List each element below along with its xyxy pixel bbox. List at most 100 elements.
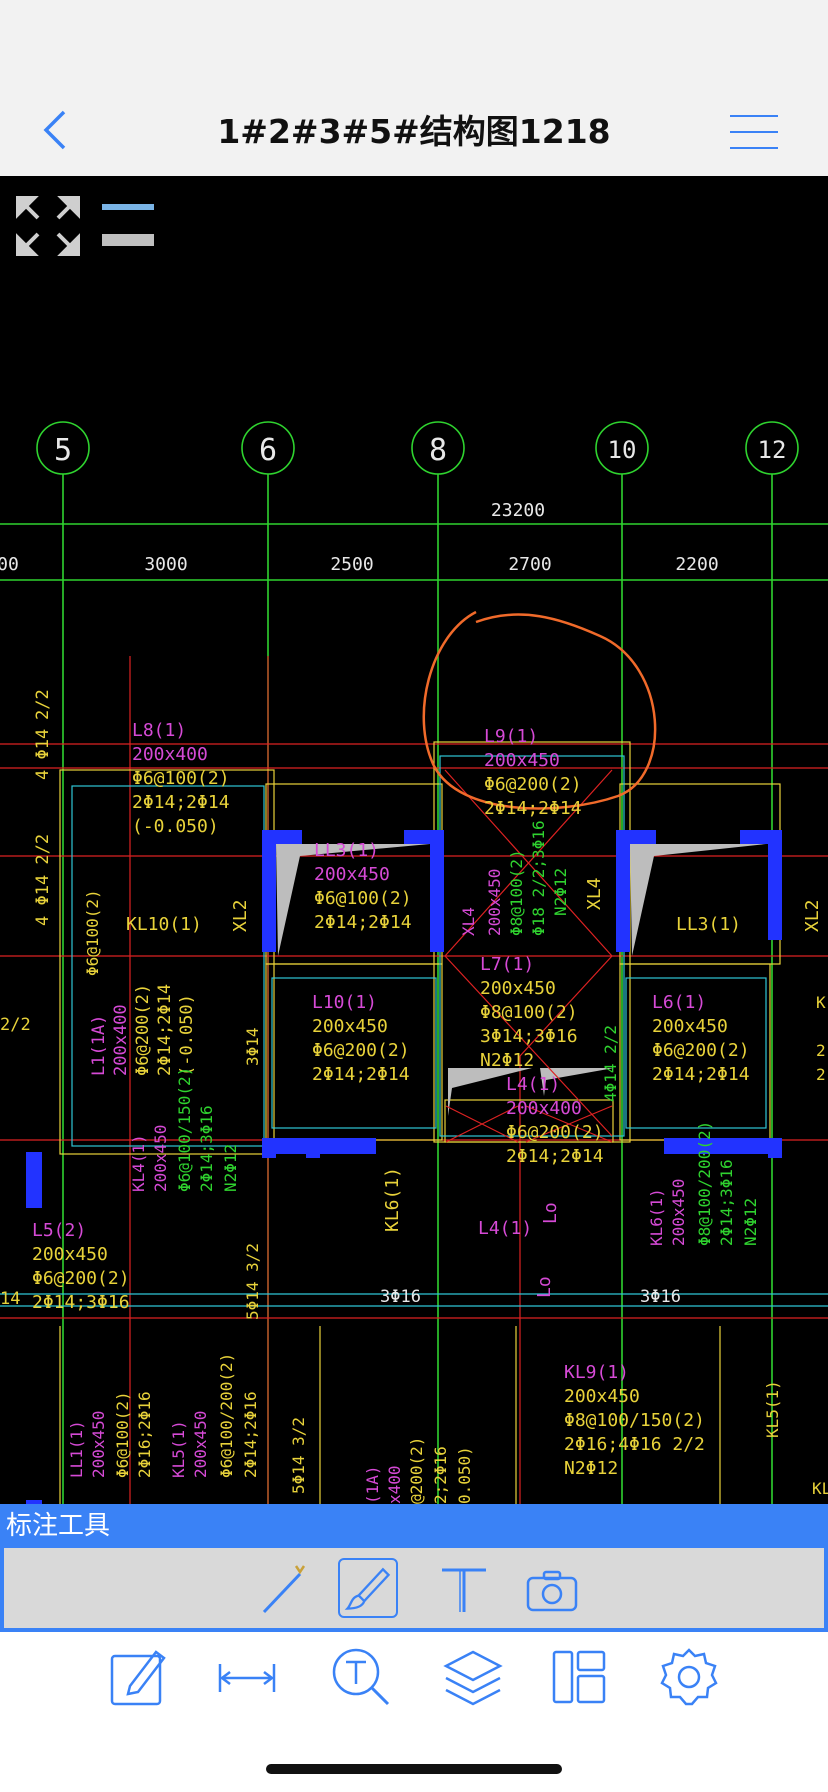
rebar: 2Φ14;3Φ16 <box>717 1159 736 1246</box>
rebar-n: N2Φ12 <box>564 1458 618 1479</box>
measure-icon[interactable] <box>216 1646 278 1708</box>
chevron-left-icon[interactable] <box>40 108 76 152</box>
edit-icon[interactable] <box>108 1646 170 1708</box>
axis-label: 10 <box>608 436 637 464</box>
beam-label: KL9(1) <box>564 1362 629 1383</box>
rebar: 2Φ14;2Φ14 <box>155 984 175 1076</box>
stirrup: Φ6@100(2) <box>132 768 230 789</box>
beam-size: 200x450 <box>669 1179 688 1246</box>
rebar: Φ18 2/2;3Φ16 <box>529 820 548 936</box>
stirrup: Φ6@100/150(2) <box>175 1067 194 1192</box>
beam-label: L4(1) <box>478 1218 532 1239</box>
beam-label: L5(2) <box>32 1220 86 1241</box>
hamburger-menu-icon[interactable] <box>728 112 780 152</box>
rebar: 2Φ14;2Φ14 <box>484 798 582 819</box>
rebar: 3Φ14;3Φ16 <box>480 1026 578 1047</box>
rebar-label: 2/2 <box>0 1015 31 1035</box>
stirrup: Φ6@200(2) <box>312 1040 410 1061</box>
beam-label: KL5(1) <box>763 1380 782 1438</box>
dimension: 3000 <box>144 554 187 575</box>
rebar-n: N2Φ12 <box>480 1050 534 1071</box>
dimension-total: 23200 <box>491 500 545 521</box>
beam-size: 200x450 <box>314 864 390 885</box>
settings-icon[interactable] <box>658 1646 720 1708</box>
elevation: (-0.050) <box>132 816 219 837</box>
beam-label: XL4 <box>584 877 605 910</box>
rebar: 2;2Φ16 <box>431 1446 450 1504</box>
layers-icon[interactable] <box>442 1646 504 1708</box>
beam-label: L6(1) <box>652 992 706 1013</box>
dimension: 2500 <box>330 554 373 575</box>
text-search-icon[interactable] <box>330 1646 392 1708</box>
beam-size: 200x400 <box>506 1098 582 1119</box>
home-indicator[interactable] <box>266 1764 562 1774</box>
rebar-label: 3Φ14 <box>243 1027 262 1066</box>
annotation-tools-title: 标注工具 <box>0 1504 828 1548</box>
stirrup: Φ6@200(2) <box>133 984 153 1076</box>
beam-size: 200x450 <box>652 1016 728 1037</box>
axis-label: 6 <box>259 433 277 468</box>
beam-size: 200x450 <box>485 869 504 936</box>
rebar-label: 3Φ16 <box>380 1287 421 1307</box>
rebar-label: K <box>816 993 826 1012</box>
stirrup: Φ6@100(2) <box>113 1391 132 1478</box>
rebar-label: 14 <box>0 1289 20 1309</box>
axis-label: 5 <box>54 433 72 468</box>
beam-size: 200x450 <box>480 978 556 999</box>
axis-label: 12 <box>758 436 787 464</box>
beam-label: KL10(1) <box>126 914 202 935</box>
rebar-n: N2Φ12 <box>551 868 570 916</box>
beam-size: 200x450 <box>32 1244 108 1265</box>
beam-label: L10(1) <box>312 992 377 1013</box>
fullscreen-icon[interactable] <box>16 196 80 256</box>
beam-label: Lo <box>534 1276 555 1298</box>
layout-icon[interactable] <box>548 1646 610 1708</box>
text-tool-icon[interactable] <box>434 1560 494 1620</box>
beam-label: LL3(1) <box>314 840 379 861</box>
rebar-label: 5Φ14 3/2 <box>289 1417 308 1494</box>
rebar-n: N2Φ12 <box>221 1144 240 1192</box>
rebar: 2Φ14;3Φ16 <box>197 1105 216 1192</box>
page-title: 1#2#3#5#结构图1218 <box>217 112 611 151</box>
beam-label: KL4(1) <box>129 1134 148 1192</box>
rebar-label: 4 Φ14 <box>33 729 53 780</box>
beam-label: LL3(1) <box>676 914 741 935</box>
annotation-tools-panel <box>0 1548 828 1632</box>
stirrup: Φ6@100/200(2) <box>217 1353 236 1478</box>
rebar-n: N2Φ12 <box>741 1198 760 1246</box>
app-header: 1#2#3#5#结构图1218 <box>0 0 828 176</box>
camera-icon[interactable] <box>522 1560 582 1620</box>
stirrup: Φ8@100/200(2) <box>695 1121 714 1246</box>
rebar: 2Φ14;2Φ16 <box>241 1391 260 1478</box>
stirrup: Φ6@200(2) <box>484 774 582 795</box>
cad-drawing-canvas[interactable]: 5 6 8 10 12 23200 00 3000 2500 2700 2200 <box>0 176 828 1504</box>
beam-label: LL1(1) <box>67 1420 86 1478</box>
stirrup: Φ8@100(2) <box>480 1002 578 1023</box>
beam-label: (1A) <box>363 1465 382 1504</box>
rebar: 2Φ16;4Φ16 2/2 <box>564 1434 705 1455</box>
beam-label: KL6(1) <box>647 1188 666 1246</box>
beam-size: x400 <box>385 1465 404 1504</box>
beam-label: XL2 <box>802 899 823 932</box>
beam-label: L1(1A) <box>89 1015 109 1076</box>
rebar: 2Φ14;2Φ14 <box>314 912 412 933</box>
stirrup: Φ6@200(2) <box>652 1040 750 1061</box>
freehand-annotation[interactable] <box>422 610 657 810</box>
line-marker-icon[interactable] <box>256 1560 316 1620</box>
stirrup: Φ6@200(2) <box>32 1268 130 1289</box>
rebar-label: 5Φ14 3/2 <box>243 1243 262 1320</box>
beam-label: L4(1) <box>506 1074 560 1095</box>
layer-toggle-icon[interactable] <box>102 204 154 246</box>
brush-tool-selected[interactable] <box>338 1558 398 1618</box>
beam-size: 200x400 <box>111 1004 131 1076</box>
beam-size: 200x450 <box>484 750 560 771</box>
beam-label: XL2 <box>230 899 251 932</box>
beam-label: Lo <box>540 1202 561 1224</box>
beam-size: 200x450 <box>191 1411 210 1478</box>
beam-label: L8(1) <box>132 720 186 741</box>
rebar: 2Φ14;2Φ14 <box>132 792 230 813</box>
beam-label: KL6(1) <box>382 1167 403 1232</box>
dimension: 2700 <box>508 554 551 575</box>
beam-label: L9(1) <box>484 726 538 747</box>
dimension: 00 <box>0 554 19 575</box>
